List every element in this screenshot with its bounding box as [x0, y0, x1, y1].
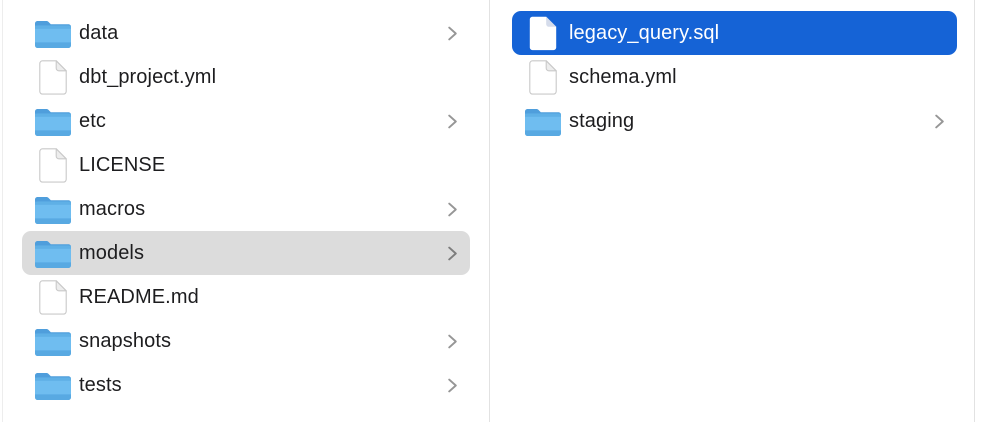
folder-icon	[33, 234, 73, 272]
folder-icon	[33, 322, 73, 360]
file-name-label: README.md	[79, 285, 199, 308]
file-name-label: etc	[79, 109, 106, 132]
file-name-label: models	[79, 241, 145, 264]
folder-row-snapshots[interactable]: snapshots	[22, 319, 470, 363]
folder-icon	[33, 102, 73, 140]
file-row-LICENSE[interactable]: LICENSE	[22, 143, 470, 187]
chevron-right-icon	[934, 113, 945, 130]
folder-icon	[33, 14, 73, 52]
file-name-label: data	[79, 21, 119, 44]
folder-icon	[33, 366, 73, 404]
file-name-label: macros	[79, 197, 146, 220]
folder-row-models[interactable]: models	[22, 231, 470, 275]
file-name-label: snapshots	[79, 329, 172, 352]
finder-column-right: legacy_query.sql schema.yml staging	[491, 0, 975, 422]
document-icon	[523, 58, 563, 96]
folder-icon	[523, 102, 563, 140]
file-name-label: schema.yml	[569, 65, 677, 88]
file-name-label: tests	[79, 373, 122, 396]
file-name-label: staging	[569, 109, 635, 132]
folder-row-data[interactable]: data	[22, 11, 470, 55]
folder-row-macros[interactable]: macros	[22, 187, 470, 231]
document-icon	[33, 278, 73, 316]
file-name-label: dbt_project.yml	[79, 65, 217, 88]
document-icon	[33, 58, 73, 96]
folder-row-staging[interactable]: staging	[512, 99, 957, 143]
document-icon	[33, 146, 73, 184]
file-row-legacy_query.sql[interactable]: legacy_query.sql	[512, 11, 957, 55]
chevron-right-icon	[447, 113, 458, 130]
document-icon	[523, 14, 563, 52]
chevron-right-icon	[447, 201, 458, 218]
file-name-label: legacy_query.sql	[569, 21, 720, 44]
folder-row-tests[interactable]: tests	[22, 363, 470, 407]
folder-icon	[33, 190, 73, 228]
file-row-README.md[interactable]: README.md	[22, 275, 470, 319]
file-row-schema.yml[interactable]: schema.yml	[512, 55, 957, 99]
previous-column-divider	[2, 0, 3, 422]
file-name-label: LICENSE	[79, 153, 166, 176]
folder-row-etc[interactable]: etc	[22, 99, 470, 143]
chevron-right-icon	[447, 25, 458, 42]
chevron-right-icon	[447, 377, 458, 394]
chevron-right-icon	[447, 333, 458, 350]
chevron-right-icon	[447, 245, 458, 262]
file-row-dbt_project.yml[interactable]: dbt_project.yml	[22, 55, 470, 99]
finder-column-left: data dbt_project.yml etc LICENSE macros …	[0, 0, 490, 422]
